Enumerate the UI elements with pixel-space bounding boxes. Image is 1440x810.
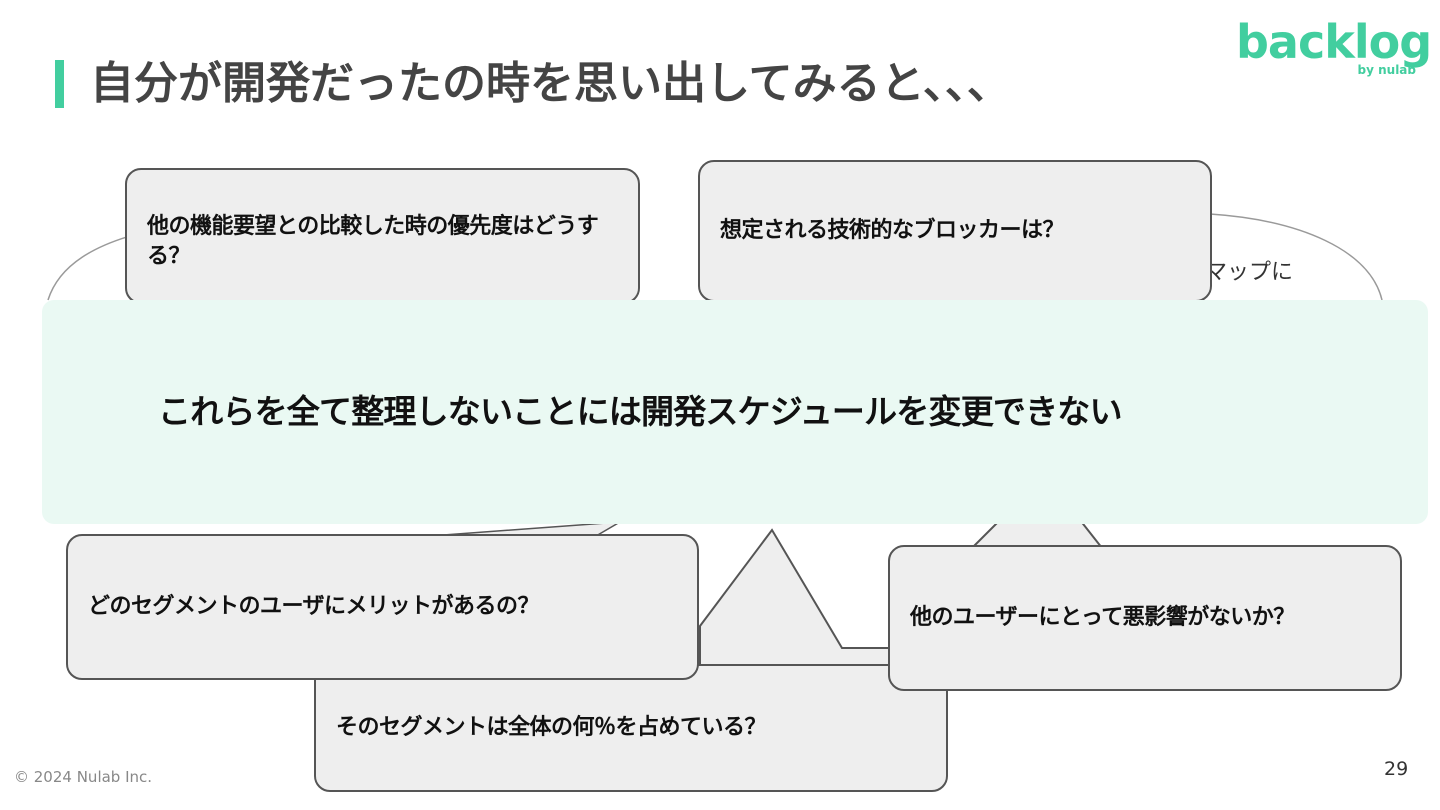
logo-wordmark: backlog — [1236, 15, 1432, 69]
logo-byline: by nulab — [1357, 63, 1416, 77]
bubble-text-side-effect: 他のユーザーにとって悪影響がないか？ — [910, 605, 1295, 630]
backlog-logo: backlog by nulab — [1236, 14, 1432, 80]
bubble-text-priority: 他の機能要望との比較した時の優先度はどうする？ — [147, 214, 599, 269]
bubble-tail-right — [969, 519, 1105, 549]
bubble-text-segment-share: そのセグメントは全体の何％を占めている？ — [336, 715, 767, 740]
background-ellipse-right-outline — [1209, 213, 1383, 301]
speech-bubble-segment-share: そのセグメントは全体の何％を占めている？ — [314, 664, 948, 792]
bubble-text-segment-merit: どのセグメントのユーザにメリットがあるの？ — [88, 594, 540, 619]
copyright-notice: © 2024 Nulab Inc. — [14, 768, 153, 786]
speech-bubble-segment-merit: どのセグメントのユーザにメリットがあるの？ — [66, 534, 699, 680]
background-peek-text: マップに — [1205, 260, 1294, 285]
speech-bubble-side-effect: 他のユーザーにとって悪影響がないか？ — [888, 545, 1402, 691]
callout-overlay — [42, 300, 1428, 524]
speech-bubble-blockers: 想定される技術的なブロッカーは？ — [698, 160, 1212, 302]
page-number: 29 — [1384, 758, 1409, 780]
callout-text: これらを全て整理しないことには開発スケジュールを変更できない — [158, 392, 1123, 431]
title-accent-bar — [55, 60, 64, 108]
bubble-text-blockers: 想定される技術的なブロッカーは？ — [720, 218, 1065, 243]
background-ellipse-left-outline — [47, 235, 131, 301]
slide-title: 自分が開発だったの時を思い出してみると、、、 — [90, 58, 1011, 109]
speech-bubble-priority: 他の機能要望との比較した時の優先度はどうする？ — [125, 168, 640, 304]
